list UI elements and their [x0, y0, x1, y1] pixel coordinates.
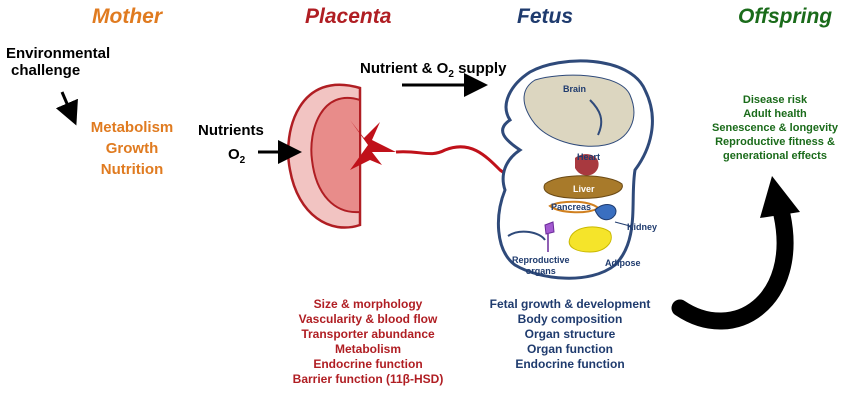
fetus-effects-list: Fetal growth & development Body composit…: [470, 297, 670, 372]
offspring-outcome: Reproductive fitness &: [715, 136, 835, 148]
offspring-outcome: Disease risk: [742, 94, 808, 106]
placenta-effect: Metabolism: [334, 342, 401, 356]
header-mother: Mother: [92, 5, 162, 28]
liver-label: Liver: [573, 184, 595, 194]
challenge-arrow: [55, 91, 78, 126]
placenta-effect: Vascularity & blood flow: [298, 312, 438, 326]
o2-subscript: 2: [239, 155, 246, 166]
environmental-challenge-label: Environmental challenge: [6, 45, 110, 79]
header-fetus: Fetus: [517, 5, 574, 28]
adipose-label: Adipose: [605, 258, 641, 268]
fetus-effect: Body composition: [517, 312, 623, 326]
header-placenta: Placenta: [305, 5, 392, 28]
brain-label: Brain: [563, 84, 587, 94]
o2-label: O2: [228, 146, 245, 166]
supply-suffix: supply: [453, 60, 507, 77]
placenta-effect: Endocrine function: [313, 357, 423, 371]
feedback-arrow: [671, 176, 800, 330]
challenge-line-2: challenge: [11, 62, 81, 79]
header-offspring: Offspring: [738, 5, 833, 28]
challenge-line-1: Environmental: [6, 45, 111, 62]
kidney-label: Kidney: [627, 222, 658, 232]
placenta-effects-list: Size & morphology Vascularity & blood fl…: [268, 297, 468, 387]
fetus-effect: Organ structure: [524, 327, 616, 341]
mother-factor: Growth: [105, 140, 159, 157]
pancreas-label: Pancreas: [551, 202, 592, 212]
supply-subscript: 2: [448, 69, 454, 80]
fetus-effect: Organ function: [527, 342, 613, 356]
fetus-effect: Fetal growth & development: [489, 297, 651, 311]
reproductive-line-1: Reproductive: [512, 255, 570, 265]
offspring-outcome: Senescence & longevity: [712, 122, 838, 134]
nutrients-label: Nutrients: [198, 122, 264, 139]
offspring-outcome: Adult health: [743, 108, 807, 120]
o2-prefix: O: [228, 146, 240, 163]
mother-factor: Metabolism: [90, 119, 174, 136]
heart-label: Heart: [577, 152, 601, 162]
mother-factors: Metabolism Growth Nutrition: [78, 117, 186, 180]
offspring-outcome: generational effects: [723, 150, 827, 162]
placenta-effect: Size & morphology: [313, 297, 423, 311]
reproductive-line-2: organs: [525, 266, 556, 276]
fetus-illustration: [496, 59, 654, 280]
supply-label: Nutrient & O2 supply: [360, 60, 506, 80]
placenta-effect: Barrier function (11β-HSD): [292, 372, 444, 386]
placenta-effect: Transporter abundance: [301, 327, 435, 341]
offspring-outcomes-list: Disease risk Adult health Senescence & l…: [700, 93, 850, 163]
supply-prefix: Nutrient & O: [360, 60, 449, 77]
reproductive-label: Reproductive organs: [512, 255, 570, 277]
placenta-illustration: [286, 83, 571, 229]
mother-factor: Nutrition: [100, 161, 164, 178]
fetus-effect: Endocrine function: [515, 357, 625, 371]
